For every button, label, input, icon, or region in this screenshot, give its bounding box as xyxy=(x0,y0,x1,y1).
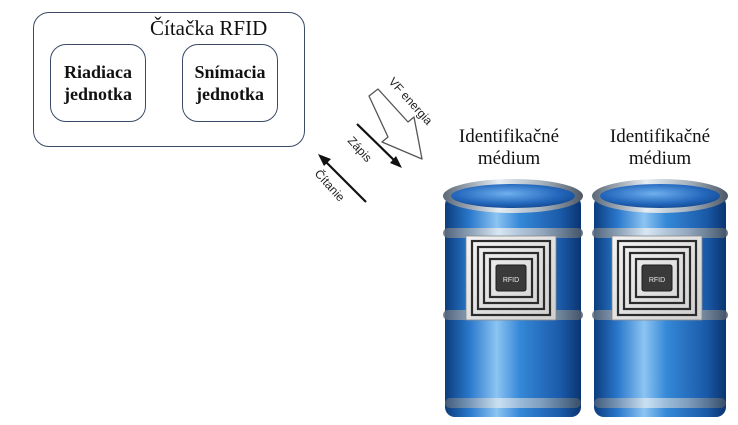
rf-energy-arrow xyxy=(368,88,423,160)
read-arrow xyxy=(318,154,367,203)
rfid-tag-2-text: RFID xyxy=(649,277,665,284)
sensing-unit-box: Snímacia jednotka xyxy=(182,44,278,122)
write-arrow xyxy=(356,123,402,168)
medium-label-1: Identifikačné médium xyxy=(458,126,560,169)
medium-label-2: Identifikačné médium xyxy=(609,126,711,169)
control-unit-label: Riadiaca jednotka xyxy=(63,62,132,104)
rfid-reader-box xyxy=(33,12,305,147)
sensing-unit-label: Snímacia jednotka xyxy=(194,62,266,104)
rfid-tag-1-text: RFID xyxy=(503,277,519,284)
reader-title: Čítačka RFID xyxy=(150,16,268,40)
barrel-1: RFID xyxy=(443,179,583,417)
barrel-2: RFID xyxy=(592,179,728,417)
control-unit-box: Riadiaca jednotka xyxy=(50,44,146,122)
rfid-tag-1: RFID xyxy=(465,235,557,321)
rfid-tag-2: RFID xyxy=(611,235,703,321)
read-label: Čítanie xyxy=(312,166,349,205)
